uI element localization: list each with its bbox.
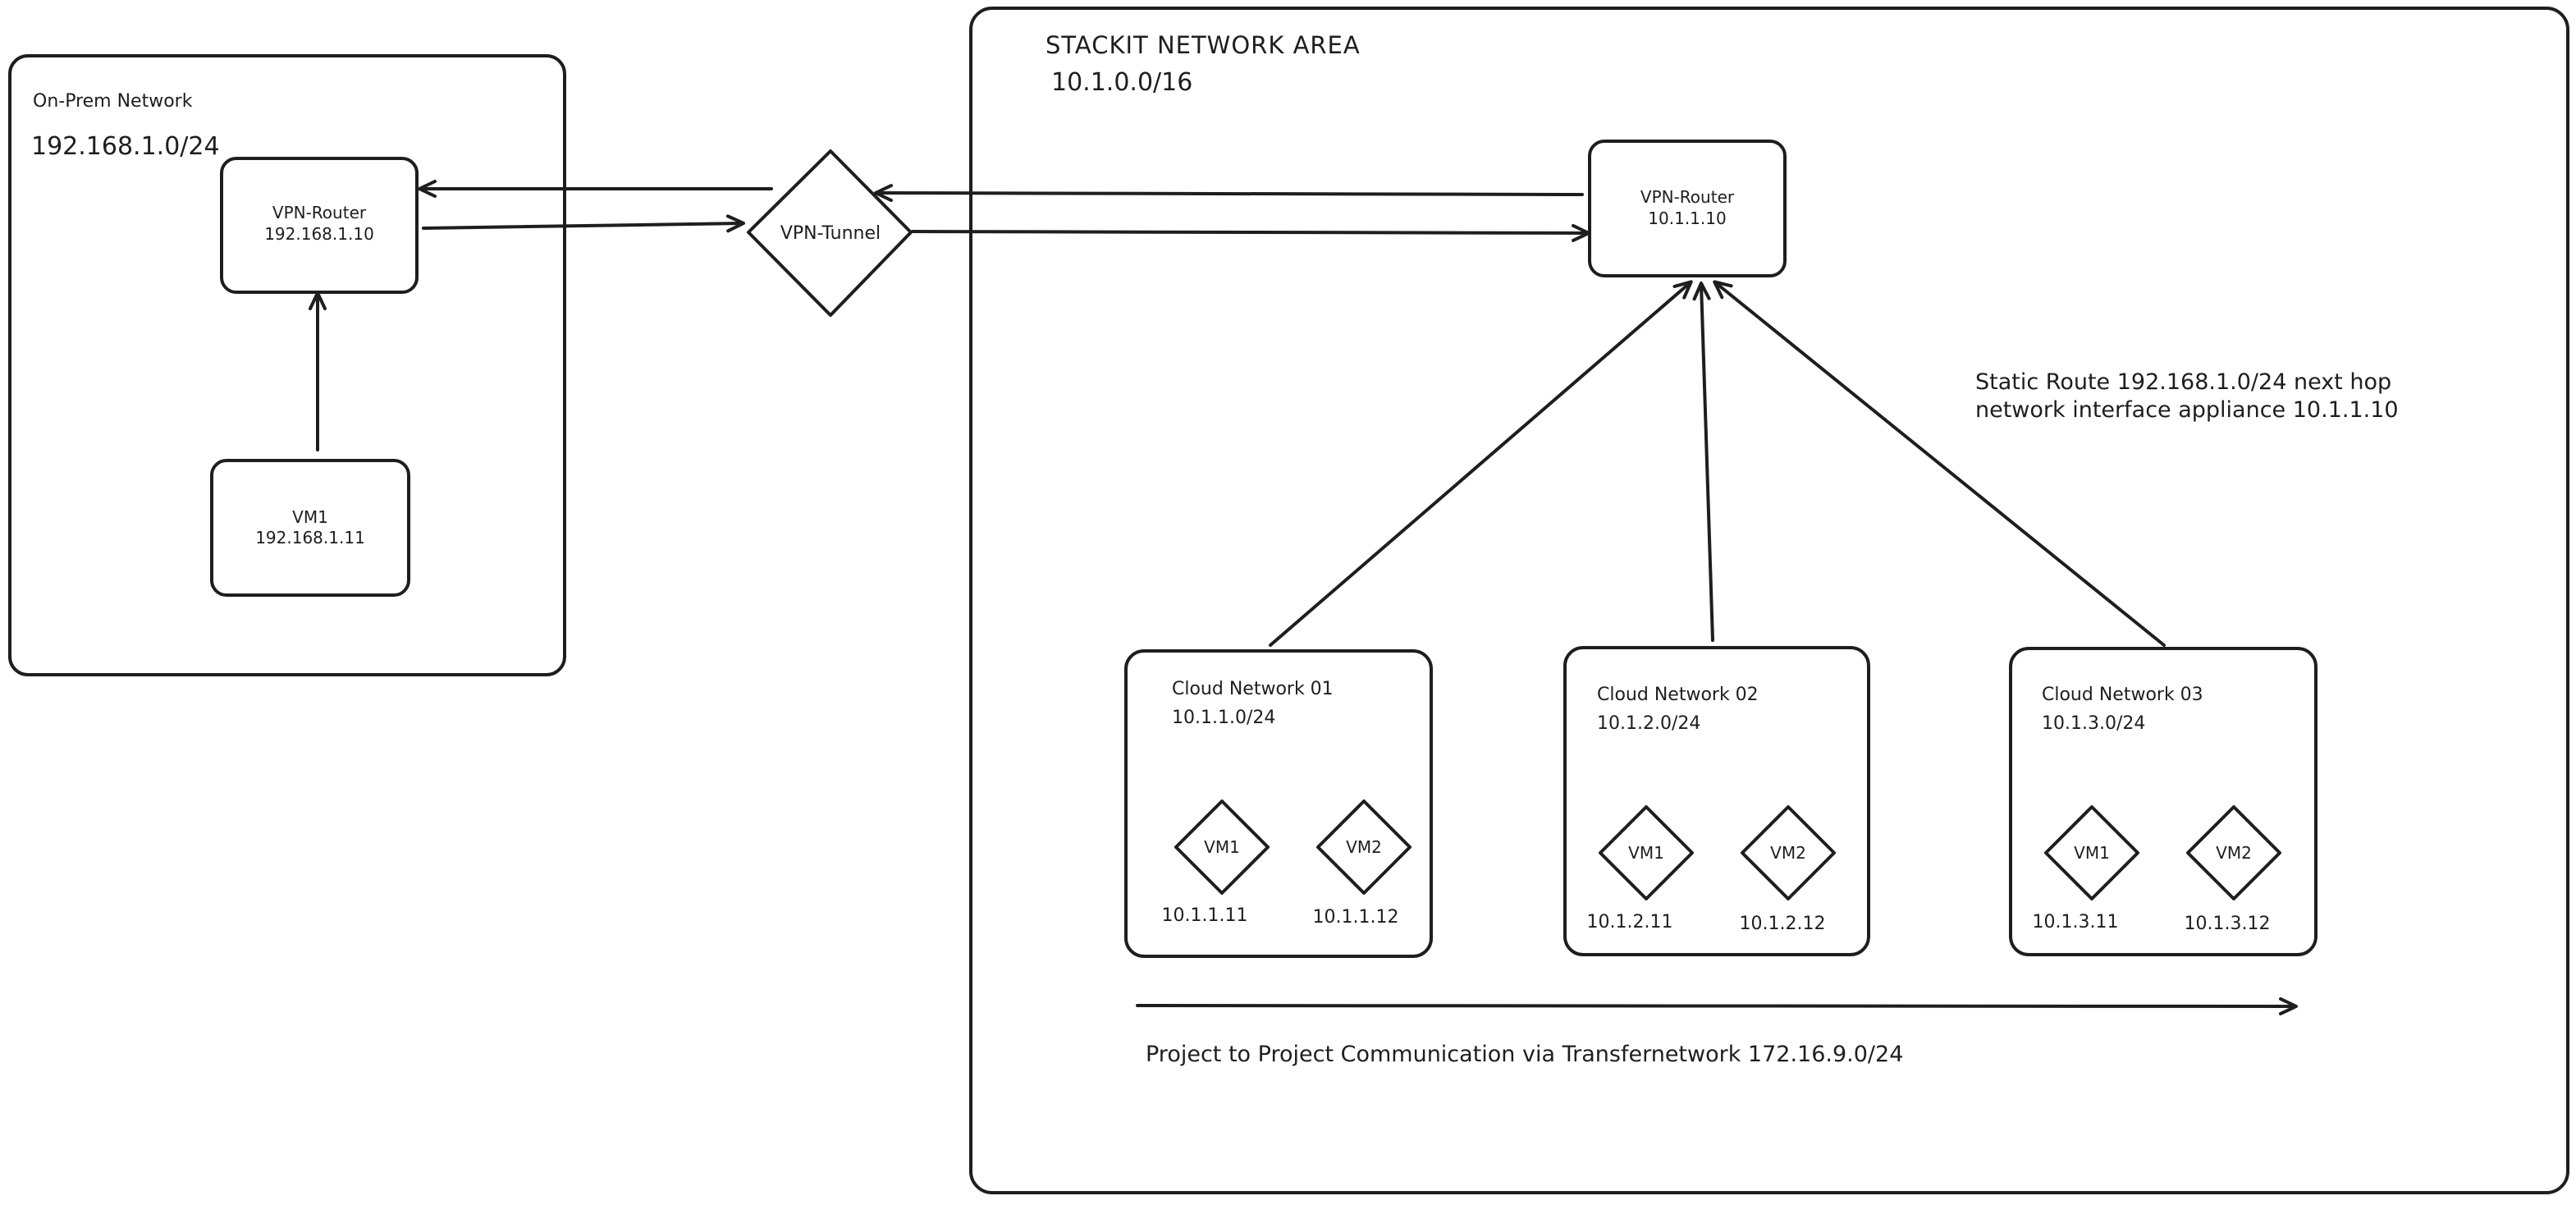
vm-ip: 10.1.1.12 xyxy=(1313,907,1399,928)
vm1-node[interactable]: VM1 xyxy=(1174,800,1270,895)
stackit-cidr: 10.1.0.0/16 xyxy=(1051,68,1192,97)
vm-label: VM1 xyxy=(2074,843,2110,863)
stackit-network-area-frame: STACKIT NETWORK AREA 10.1.0.0/16 xyxy=(969,7,2569,1194)
onprem-cidr: 192.168.1.0/24 xyxy=(31,132,220,161)
vpn-tunnel[interactable]: VPN-Tunnel xyxy=(747,149,913,317)
vm-ip: 10.1.2.12 xyxy=(1740,914,1826,934)
vm-ip: 10.1.3.11 xyxy=(2033,912,2119,932)
vm-ip: 10.1.1.11 xyxy=(1162,905,1248,926)
onprem-vm-name: VM1 xyxy=(292,507,328,527)
cloud-network-03[interactable]: Cloud Network 03 10.1.3.0/24 VM1 10.1.3.… xyxy=(2009,647,2317,956)
vm-label: VM2 xyxy=(2216,843,2252,863)
onprem-vpn-router[interactable]: VPN-Router 192.168.1.10 xyxy=(220,157,419,294)
vm-label: VM1 xyxy=(1204,837,1240,857)
stackit-router-ip: 10.1.1.10 xyxy=(1648,208,1726,228)
onprem-vm-ip: 192.168.1.11 xyxy=(255,528,365,548)
transfer-network-note: Project to Project Communication via Tra… xyxy=(1146,1042,1903,1067)
cloud-network-01[interactable]: Cloud Network 01 10.1.1.0/24 VM1 10.1.1.… xyxy=(1124,649,1433,958)
vpn-tunnel-label: VPN-Tunnel xyxy=(780,223,881,244)
stackit-router-name: VPN-Router xyxy=(1640,187,1735,207)
vm-ip: 10.1.2.11 xyxy=(1587,912,1673,932)
stackit-router-to-tunnel-arrow xyxy=(874,184,1584,203)
network02-to-router-arrow xyxy=(1692,282,1714,642)
vm-label: VM2 xyxy=(1346,837,1382,857)
stackit-title: STACKIT NETWORK AREA xyxy=(1045,31,1361,59)
vm-label: VM2 xyxy=(1770,843,1806,863)
cloud-network-name: Cloud Network 03 xyxy=(2042,685,2203,705)
onprem-network-frame: On-Prem Network 192.168.1.0/24 xyxy=(8,54,566,676)
cloud-network-name: Cloud Network 01 xyxy=(1172,679,1334,699)
vm-label: VM1 xyxy=(1628,843,1664,863)
vm2-node[interactable]: VM2 xyxy=(1316,800,1412,895)
cloud-network-cidr: 10.1.2.0/24 xyxy=(1597,713,1700,734)
stackit-vpn-router[interactable]: VPN-Router 10.1.1.10 xyxy=(1588,140,1787,277)
vm1-node[interactable]: VM1 xyxy=(1599,805,1694,900)
cloud-network-cidr: 10.1.3.0/24 xyxy=(2042,713,2145,734)
static-route-note-line2: network interface appliance 10.1.1.10 xyxy=(1975,397,2399,423)
onprem-router-ip: 192.168.1.10 xyxy=(264,224,374,244)
onprem-title: On-Prem Network xyxy=(33,91,193,112)
cloud-network-name: Cloud Network 02 xyxy=(1597,685,1759,705)
onprem-router-to-tunnel-arrow xyxy=(422,214,745,233)
vm2-node[interactable]: VM2 xyxy=(2186,805,2281,900)
onprem-vm1[interactable]: VM1 192.168.1.11 xyxy=(210,459,410,597)
vm2-node[interactable]: VM2 xyxy=(1741,805,1836,900)
network03-to-router-arrow xyxy=(1713,280,2166,647)
vm1-node[interactable]: VM1 xyxy=(2044,805,2139,900)
tunnel-to-stackit-router-arrow xyxy=(911,223,1590,242)
vm-ip: 10.1.3.12 xyxy=(2185,914,2271,934)
static-route-note-line1: Static Route 192.168.1.0/24 next hop xyxy=(1975,369,2391,395)
network01-to-router-arrow xyxy=(1269,280,1693,647)
cloud-network-02[interactable]: Cloud Network 02 10.1.2.0/24 VM1 10.1.2.… xyxy=(1563,646,1870,956)
onprem-router-name: VPN-Router xyxy=(272,203,367,222)
cloud-network-cidr: 10.1.1.0/24 xyxy=(1172,708,1275,728)
